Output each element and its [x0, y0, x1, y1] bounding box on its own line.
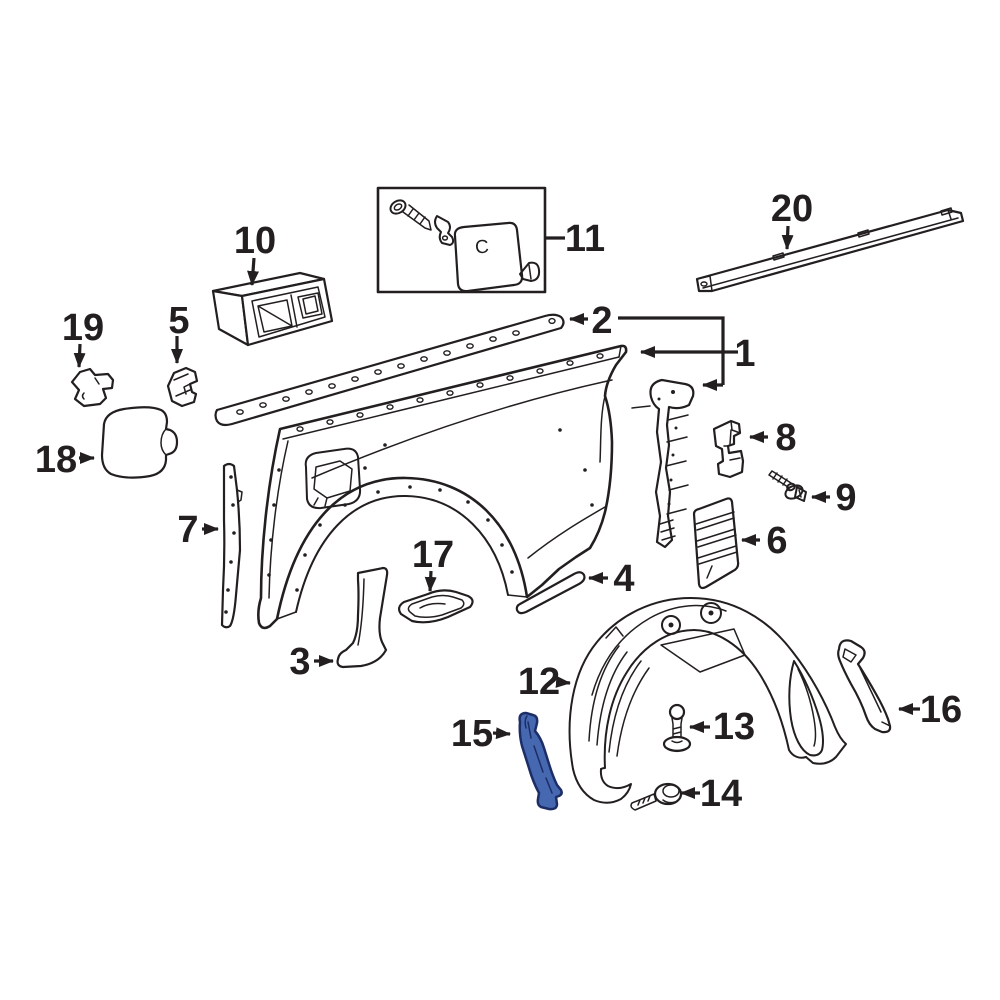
callout-10: 10 [234, 220, 276, 262]
leader-20-arrow [781, 225, 794, 250]
callout-3: 3 [289, 641, 310, 683]
part-4-strip-drawing [515, 571, 586, 615]
callout-labels: 1 2 3 4 5 6 7 8 9 10 11 12 13 14 15 16 1… [35, 188, 962, 815]
part-3-trim-drawing [336, 566, 389, 669]
callout-19: 19 [62, 307, 104, 349]
plate-marking-c: C [474, 236, 490, 258]
panel-rivet-dots [267, 428, 594, 592]
part-1-pillar-reinforcement-drawing [631, 378, 695, 549]
callout-18: 18 [35, 439, 77, 481]
part-19-bracket-drawing [70, 367, 115, 408]
hardware-screw-drawing [389, 199, 432, 231]
hardware-plate-drawing: C [453, 221, 524, 293]
callout-5: 5 [168, 300, 189, 342]
part-15-highlighted-bracket-drawing [518, 711, 563, 811]
callout-8: 8 [775, 417, 796, 459]
part-6-slotted-panel-drawing [692, 497, 740, 590]
part-1-bed-side-panel-drawing [257, 344, 695, 630]
callout-14: 14 [700, 773, 742, 815]
leader-lines [73, 225, 920, 799]
callout-12: 12 [518, 661, 560, 703]
callout-4: 4 [613, 558, 634, 600]
part-11-hardware-box: C [376, 186, 547, 294]
part-18-fuel-door-drawing [100, 406, 179, 479]
leader-1-bracket [618, 316, 725, 385]
part-5-clip-drawing [166, 366, 199, 408]
hardware-grommet-drawing [519, 261, 541, 282]
part-17-gasket-drawing [397, 589, 474, 624]
callout-13: 13 [713, 706, 755, 748]
leader-10-arrow [247, 257, 260, 286]
part-14-bolt-drawing [630, 782, 683, 811]
callout-9: 9 [835, 477, 856, 519]
part-10-vent-drawing [211, 271, 334, 347]
callout-2: 2 [591, 300, 612, 342]
callout-1: 1 [734, 333, 755, 375]
callout-7: 7 [177, 509, 198, 551]
part-13-screw-drawing [662, 703, 692, 753]
rail-strip-holes [236, 317, 556, 415]
part-12-wheelhouse-liner-drawing [568, 597, 847, 804]
flange-holes [296, 353, 604, 432]
leader-17-arrow [424, 570, 437, 592]
part-20-rail-drawing [695, 207, 965, 293]
callout-20: 20 [771, 188, 813, 230]
leader-12-arrow [555, 675, 571, 688]
part-7-strip-drawing [220, 462, 243, 629]
callout-16: 16 [920, 689, 962, 731]
part-8-bracket-drawing [712, 419, 745, 479]
part-2-rail-strip-drawing [214, 313, 565, 427]
hardware-clip-drawing [434, 215, 455, 246]
callout-11: 11 [565, 218, 605, 260]
leader-19-arrow [73, 343, 86, 368]
callout-17: 17 [412, 534, 454, 576]
callout-15: 15 [451, 713, 493, 755]
part-9-screw-drawing [768, 470, 807, 502]
leader-15-arrow [492, 727, 511, 740]
callout-6: 6 [766, 520, 787, 562]
part-16-strip-drawing [837, 639, 892, 734]
